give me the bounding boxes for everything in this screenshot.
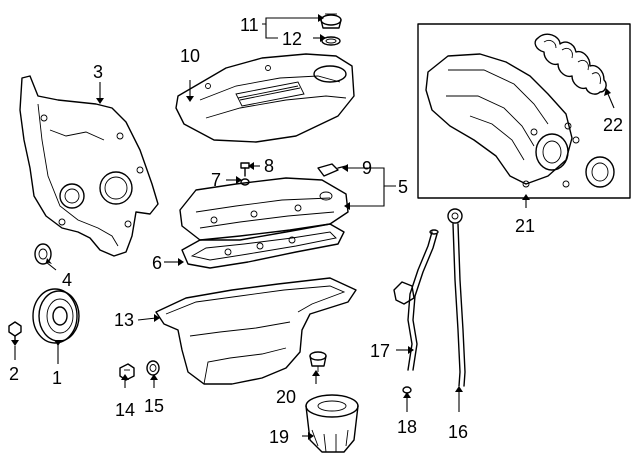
- callout-8: 8: [264, 156, 274, 176]
- front-seal-part: [34, 243, 52, 265]
- callout-7: 7: [211, 170, 221, 190]
- intake-manifold-inset: [417, 23, 631, 199]
- timing-cover-part: [19, 75, 159, 257]
- callout-16: 16: [448, 422, 468, 442]
- callout-4: 4: [62, 270, 72, 290]
- callout-10: 10: [180, 46, 200, 66]
- callout-21: 21: [515, 216, 535, 236]
- oil-filler-cap-part: [320, 13, 342, 29]
- filler-cap-gasket-part: [321, 36, 341, 46]
- leader-arrowheads: [11, 14, 611, 440]
- callout-22: 22: [603, 115, 623, 135]
- oil-filter-part: [305, 394, 359, 453]
- callout-18: 18: [397, 417, 417, 437]
- callout-6: 6: [152, 253, 162, 273]
- leader-lines: [14, 17, 615, 437]
- cover-bolt-part: [240, 162, 250, 177]
- callout-11: 11: [240, 15, 259, 35]
- callout-13: 13: [114, 310, 134, 330]
- callout-2: 2: [9, 364, 19, 384]
- valve-cover-gasket-part: [181, 223, 345, 269]
- intake-manifold-part: [425, 53, 580, 188]
- valve-cover-part: [179, 177, 349, 241]
- callout-20: 20: [276, 387, 296, 407]
- callout-5: 5: [398, 177, 408, 197]
- dipstick-tube-part: [393, 229, 439, 371]
- crankshaft-pulley-part: [32, 288, 80, 344]
- oil-pan-part: [155, 277, 357, 385]
- callout-12: 12: [282, 29, 302, 49]
- drain-plug-part: [119, 363, 135, 381]
- callout-14: 14: [115, 400, 135, 420]
- callout-19: 19: [269, 427, 289, 447]
- dipstick-part: [447, 208, 466, 387]
- callout-3: 3: [93, 62, 103, 82]
- drain-plug-gasket-part: [146, 360, 160, 376]
- callout-9: 9: [362, 158, 372, 178]
- callout-17: 17: [370, 341, 390, 361]
- throttle-body-gasket-part: [585, 156, 615, 188]
- callout-15: 15: [144, 396, 164, 416]
- pcv-valve-part: [317, 163, 347, 177]
- callout-labels: 1 2 3 4 5 6 7 8 9 10 11 12 13 14 15 16 1…: [9, 15, 623, 447]
- intake-manifold-gasket-part: [534, 33, 607, 95]
- oil-filter-bolt-part: [309, 351, 327, 372]
- callout-1: 1: [52, 368, 62, 388]
- engine-cover-part: [175, 53, 355, 143]
